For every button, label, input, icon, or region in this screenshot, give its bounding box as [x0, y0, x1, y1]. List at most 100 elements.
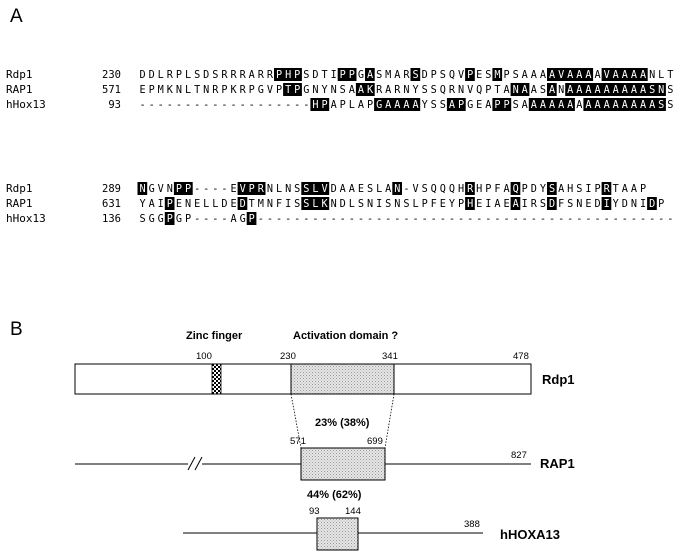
residue: A: [494, 199, 500, 210]
residue: E: [139, 85, 145, 96]
residue: M: [494, 70, 500, 81]
residue: A: [613, 70, 619, 81]
residue: P: [249, 214, 255, 225]
residue: S: [340, 85, 346, 96]
identity-rap1-hoxa13: 44% (62%): [307, 489, 362, 501]
residue: P: [485, 184, 491, 195]
residue: E: [503, 199, 509, 210]
residue: S: [549, 184, 555, 195]
conserved-residue-highlight: [137, 182, 148, 195]
residue: P: [249, 184, 255, 195]
conserved-residue-highlight: [355, 83, 366, 96]
residue: S: [540, 85, 546, 96]
residue: A: [513, 199, 519, 210]
residue: A: [385, 100, 391, 111]
conserved-residue-highlight: [628, 68, 639, 81]
residue: -: [540, 214, 546, 225]
residue: Y: [139, 199, 145, 210]
conserved-residue-highlight: [301, 182, 311, 195]
residue: S: [385, 199, 391, 210]
residue: A: [549, 100, 555, 111]
residue: P: [167, 199, 173, 210]
residue: P: [594, 184, 600, 195]
residue: R: [394, 85, 401, 96]
conserved-residue-highlight: [601, 68, 612, 81]
residue: L: [312, 184, 318, 195]
residue: D: [422, 70, 428, 81]
conserved-residue-highlight: [346, 68, 357, 81]
hoxa13-name: hHOXA13: [500, 527, 560, 542]
residue: A: [367, 70, 373, 81]
residue: I: [285, 199, 291, 210]
conserved-residue-highlight: [628, 83, 639, 96]
residue: L: [376, 184, 382, 195]
residue: -: [549, 214, 555, 225]
residue: A: [403, 100, 409, 111]
conserved-residue-highlight: [283, 68, 293, 81]
conserved-residue-highlight: [556, 68, 566, 81]
residue: A: [649, 100, 655, 111]
residue: A: [331, 100, 337, 111]
residue: A: [449, 100, 455, 111]
residue: S: [513, 70, 519, 81]
residue: P: [149, 85, 155, 96]
residue: D: [340, 199, 346, 210]
residue: K: [167, 85, 174, 96]
residue: -: [139, 100, 145, 111]
residue: A: [585, 70, 591, 81]
conserved-residue-highlight: [392, 182, 402, 195]
residue: N: [367, 199, 373, 210]
residue: A: [385, 184, 391, 195]
residue: A: [594, 100, 600, 111]
residue: A: [613, 85, 619, 96]
residue: -: [494, 214, 500, 225]
residue: -: [576, 214, 582, 225]
residue: F: [431, 199, 437, 210]
conserved-residue-highlight: [310, 182, 321, 195]
residue: Q: [440, 85, 446, 96]
residue: -: [667, 214, 673, 225]
rdp1-end: 478: [513, 351, 529, 362]
residue: Q: [449, 70, 455, 81]
conserved-residue-highlight: [501, 98, 512, 111]
residue: A: [640, 85, 646, 96]
residue: P: [431, 70, 437, 81]
rdp1-name: Rdp1: [542, 372, 575, 387]
conserved-residue-highlight: [547, 83, 557, 96]
residue: N: [331, 85, 337, 96]
residue: V: [321, 184, 327, 195]
conserved-residue-highlight: [246, 212, 257, 225]
residue: N: [285, 184, 291, 195]
panel-a-label: A: [10, 6, 23, 27]
conserved-residue-highlight: [492, 98, 503, 111]
residue: A: [594, 70, 600, 81]
hhoxa13-diagram: 93 144 388 hHOXA13: [183, 506, 560, 551]
residue: R: [376, 85, 383, 96]
residue: -: [212, 100, 218, 111]
residue: -: [558, 214, 564, 225]
residue: -: [321, 214, 327, 225]
conserved-residue-highlight: [565, 83, 575, 96]
residue: L: [185, 70, 191, 81]
residue: -: [431, 214, 437, 225]
conserved-residue-highlight: [401, 98, 412, 111]
residue: M: [258, 199, 264, 210]
sequence-name: Rdp1: [6, 182, 33, 195]
residue: S: [431, 85, 437, 96]
residue: T: [613, 184, 619, 195]
residue: G: [258, 85, 264, 96]
residue: N: [267, 199, 273, 210]
conserved-residue-highlight: [583, 68, 594, 81]
residue: A: [531, 100, 537, 111]
residue: -: [467, 214, 473, 225]
conserved-residue-highlight: [365, 83, 375, 96]
residue: A: [640, 70, 646, 81]
residue: A: [349, 184, 355, 195]
residue: G: [467, 100, 473, 111]
residue: -: [358, 214, 364, 225]
residue: A: [549, 85, 555, 96]
residue: V: [240, 184, 246, 195]
residue: E: [358, 184, 364, 195]
residue: D: [312, 70, 318, 81]
residue: R: [531, 199, 538, 210]
